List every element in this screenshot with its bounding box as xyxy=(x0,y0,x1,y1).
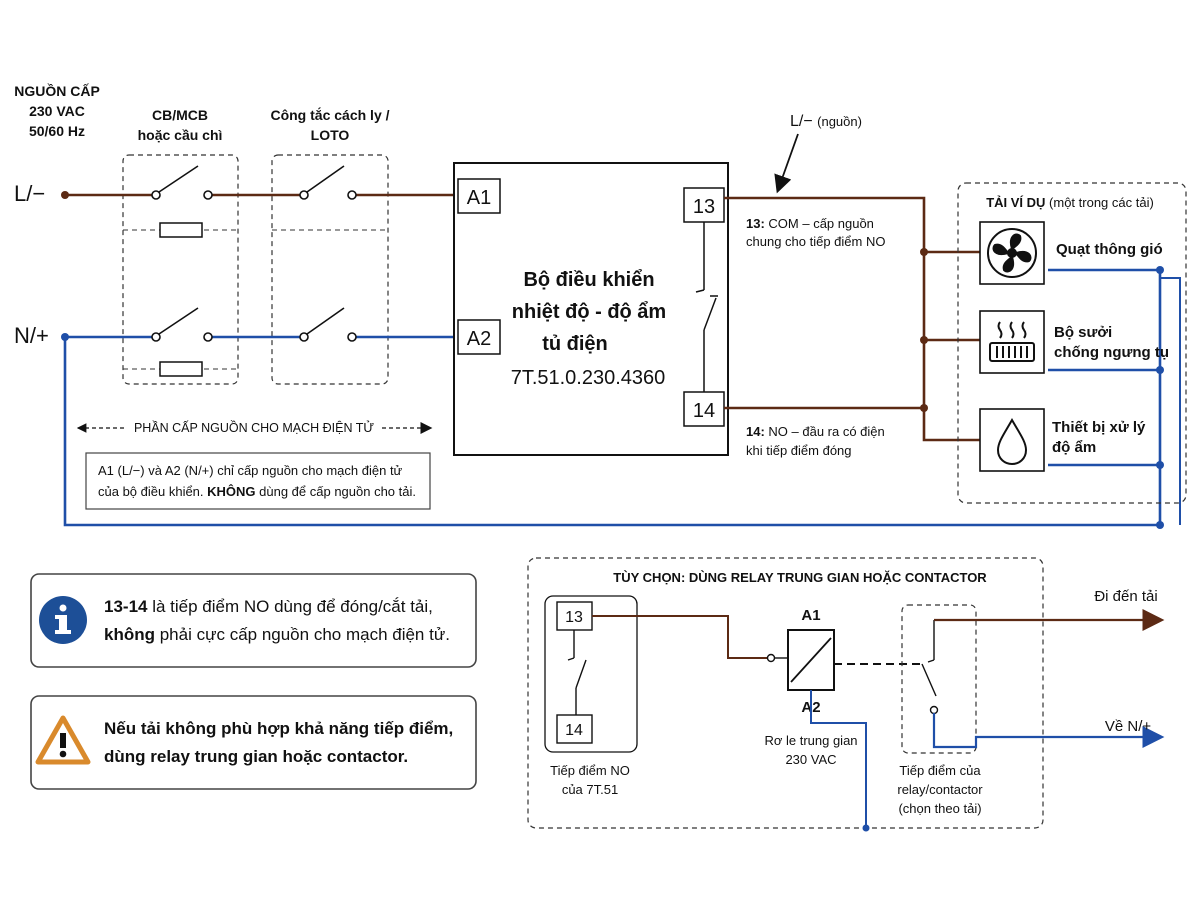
controller-title-3: tủ điện xyxy=(542,333,608,355)
terminal-13-label: 13 xyxy=(693,196,715,218)
contactor-terminal xyxy=(929,705,939,715)
breaker-switch-N xyxy=(151,307,213,342)
relay-coil-diagonal xyxy=(790,637,832,683)
optional-terminal-13-label: 13 xyxy=(565,609,583,626)
isolator-box xyxy=(271,154,389,385)
terminal-A1-label: A1 xyxy=(467,187,491,209)
warning-box xyxy=(30,695,477,790)
isolator-switch-N xyxy=(299,307,357,342)
line-source-label: L/− (nguồn) xyxy=(790,113,862,130)
fan-label: Quạt thông gió xyxy=(1056,241,1163,258)
optional-terminal-14 xyxy=(556,714,593,744)
supply-note-line2: của bộ điều khiển. KHÔNG dùng để cấp ngu… xyxy=(98,484,416,499)
neutral-terminal-dot xyxy=(61,333,69,341)
heater-icon xyxy=(989,321,1035,362)
heater-label-1: Bộ sưởi xyxy=(1054,324,1112,341)
warning-line2: dùng relay trung gian hoặc contactor. xyxy=(104,747,408,766)
supply-note-line1: A1 (L/−) và A2 (N/+) chỉ cấp nguồn cho m… xyxy=(98,463,403,478)
neutral-node-2 xyxy=(1156,366,1164,374)
breaker-title-2: hoặc cầu chì xyxy=(138,127,223,143)
fuse-N xyxy=(159,361,203,377)
relay-A1-label: A1 xyxy=(801,607,820,624)
optional-no-label-1: Tiếp điểm NO xyxy=(550,763,630,778)
drop-icon xyxy=(996,417,1028,466)
output-wires xyxy=(724,196,980,442)
terminal-A2 xyxy=(457,319,501,355)
contactor-label-3: (chọn theo tải) xyxy=(898,801,981,816)
optional-no-label-2: của 7T.51 xyxy=(562,782,618,797)
relay-A2-node xyxy=(862,824,870,832)
source-frequency: 50/60 Hz xyxy=(29,123,85,139)
info-icon xyxy=(39,596,87,644)
to-neutral-label: Về N/+ xyxy=(1105,718,1152,735)
warning-icon xyxy=(35,715,91,765)
controller-title-1: Bộ điều khiển xyxy=(523,269,654,291)
breaker-title-1: CB/MCB xyxy=(152,107,208,123)
fuse-L xyxy=(159,222,203,238)
warning-line1: Nếu tải không phù hợp khả năng tiếp điểm… xyxy=(104,719,453,738)
isolator-title-1: Công tắc cách ly / xyxy=(270,106,389,123)
terminal-A2-label: A2 xyxy=(467,328,491,350)
no-note-line1: 14: NO – đầu ra có điện xyxy=(746,424,885,439)
supply-section-label: PHẦN CẤP NGUỒN CHO MẠCH ĐIỆN TỬ xyxy=(134,420,374,435)
neutral-node-1 xyxy=(1156,266,1164,274)
heater-label-2: chống ngưng tụ xyxy=(1054,344,1169,361)
terminal-14-label: 14 xyxy=(693,400,715,422)
terminal-14 xyxy=(683,391,725,427)
isolator-switch-L xyxy=(299,165,357,200)
com-note-line2: chung cho tiếp điểm NO xyxy=(746,234,885,249)
to-load-label: Đi đến tải xyxy=(1094,588,1157,605)
loads-title: TẢI VÍ DỤ (một trong các tải) xyxy=(986,195,1154,210)
relay-A1-terminal xyxy=(766,653,776,663)
optional-box xyxy=(527,557,1044,829)
optional-title: TÙY CHỌN: DÙNG RELAY TRUNG GIAN HOẶC CON… xyxy=(613,570,987,585)
relay-label-1: Rơ le trung gian xyxy=(764,733,857,748)
label-N: N/+ xyxy=(14,323,49,348)
info-box xyxy=(30,573,477,668)
optional-terminal-14-label: 14 xyxy=(565,722,583,739)
breaker-switch-L xyxy=(151,165,213,200)
humidity-label-2: độ ẩm xyxy=(1052,439,1096,456)
breaker-box xyxy=(122,154,239,385)
line-source-arrow xyxy=(774,133,799,194)
terminal-A1 xyxy=(457,178,501,214)
fan-icon xyxy=(987,228,1037,278)
neutral-node-3 xyxy=(1156,461,1164,469)
internal-no-contact xyxy=(695,222,718,392)
no-note-line2: khi tiếp điểm đóng xyxy=(746,443,852,458)
neutral-wire xyxy=(63,268,1181,527)
info-line2: không phải cực cấp nguồn cho mạch điện t… xyxy=(104,625,450,644)
source-voltage: 230 VAC xyxy=(29,103,85,119)
contactor-contact xyxy=(921,620,937,697)
info-line1: 13-14 là tiếp điểm NO dùng để đóng/cắt t… xyxy=(104,597,433,616)
contactor-label-1: Tiếp điểm của xyxy=(899,763,981,778)
to-neutral-wire xyxy=(932,713,1165,749)
supply-note-box xyxy=(85,452,431,510)
isolator-title-2: LOTO xyxy=(311,127,350,143)
humidity-label-1: Thiết bị xử lý xyxy=(1052,419,1146,436)
neutral-node-4 xyxy=(1156,521,1164,529)
relay-label-2: 230 VAC xyxy=(785,752,836,767)
contactor-label-2: relay/contactor xyxy=(897,782,983,797)
label-L: L/− xyxy=(14,181,45,206)
contactor-box xyxy=(901,604,977,754)
load-node-3 xyxy=(920,404,928,412)
live-terminal-dot xyxy=(61,191,69,199)
controller-model: 7T.51.0.230.4360 xyxy=(511,367,666,389)
relay-feed-wire xyxy=(592,615,768,659)
source-title: NGUỒN CẤP xyxy=(14,82,100,99)
load-node-2 xyxy=(920,336,928,344)
relay-A2-wire xyxy=(810,690,867,828)
load-node-1 xyxy=(920,248,928,256)
com-note-line1: 13: COM – cấp nguồn xyxy=(746,216,874,231)
optional-no-contact xyxy=(567,630,587,715)
optional-no-box xyxy=(544,595,638,753)
controller-title-2: nhiệt độ - độ ẩm xyxy=(512,301,666,323)
